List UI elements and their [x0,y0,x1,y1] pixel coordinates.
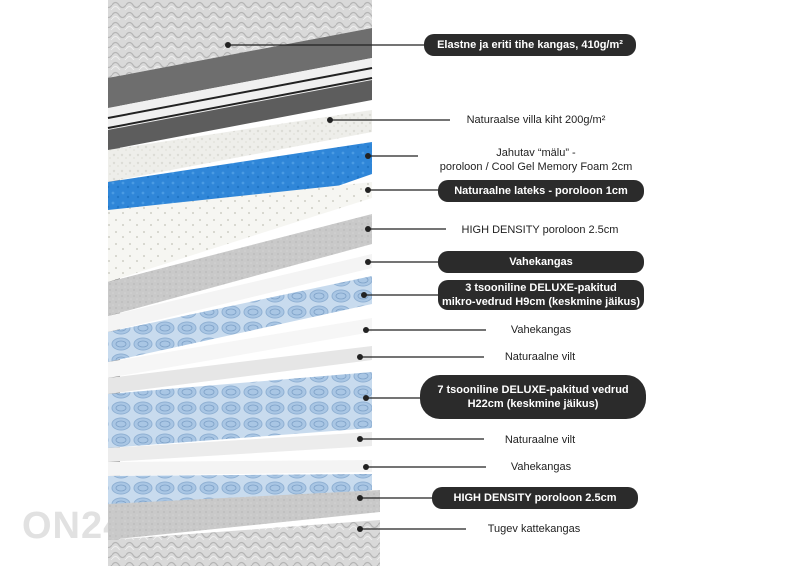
layer-label-10: 7 tsooniline DELUXE-pakitud vedrud H22cm… [420,375,646,419]
layer-label-6: Vahekangas [438,251,644,273]
interlayer-fabric-3 [108,460,372,476]
leader-dot-7 [361,292,367,298]
watermark-logo: ON24 [22,505,126,547]
layer-label-14: Tugev kattekangas [487,523,581,535]
leader-dot-2 [327,117,333,123]
layer-label-5: HIGH DENSITY poroloon 2.5cm [461,224,619,236]
bottom-foam-layer [108,490,380,540]
cover-border [108,28,372,108]
leader-dot-11 [357,436,363,442]
leader-dot-9 [357,354,363,360]
layer-label-8: Vahekangas [510,324,572,336]
layer-label-11: Naturaalne vilt [504,434,576,446]
leader-dot-3 [365,153,371,159]
leader-dot-6 [365,259,371,265]
top-quilted-cover [108,0,372,78]
layer-label-9: Naturaalne vilt [504,351,576,363]
interlayer-fabric-2 [108,318,372,378]
felt-layer-2 [108,432,372,462]
wool-layer [108,110,372,182]
latex-layer [108,182,372,282]
layer-label-13: HIGH DENSITY poroloon 2.5cm [432,487,638,509]
layer-label-2: Naturaalse villa kiht 200g/m² [466,114,606,126]
interlayer-fabric [108,254,372,332]
leader-dot-13 [357,495,363,501]
leader-dot-10 [363,395,369,401]
layer-label-12: Vahekangas [510,461,572,473]
leader-dot-4 [365,187,371,193]
layer-label-7: 3 tsooniline DELUXE-pakitud mikro-vedrud… [438,280,644,310]
leader-dot-1 [225,42,231,48]
cover-lower-band [108,80,372,150]
felt-layer [108,346,372,394]
leader-dot-8 [363,327,369,333]
layer-label-1: Elastne ja eriti tihe kangas, 410g/m² [424,34,636,56]
bottom-cover [108,520,380,566]
leader-dot-14 [357,526,363,532]
layer-label-3: Jahutav “mälu” - poroloon / Cool Gel Mem… [439,147,633,173]
pocket-springs-layer [108,372,372,448]
high-density-foam-layer [108,214,372,316]
leader-dot-12 [363,464,369,470]
micro-springs-layer [108,276,372,362]
leader-dot-5 [365,226,371,232]
layer-label-4: Naturaalne lateks - poroloon 1cm [438,180,644,202]
leader-lines [225,42,486,532]
